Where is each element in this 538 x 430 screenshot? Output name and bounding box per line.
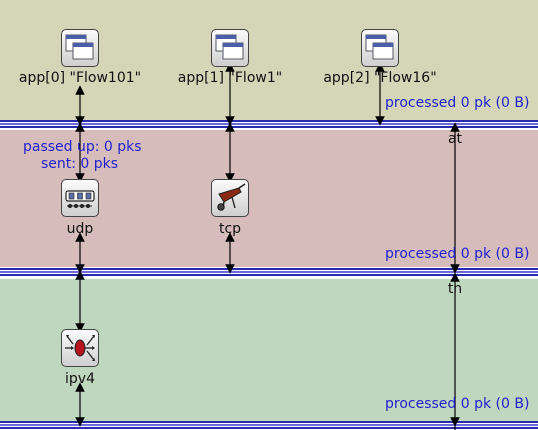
app2-module[interactable] [361,29,399,67]
at-dispatcher-bar[interactable] [0,119,538,129]
tn-processed-stat: processed 0 pk (0 B) [385,246,530,262]
tn-dispatcher-bar[interactable] [0,267,538,277]
app0-label: app[0] "Flow101" [18,70,142,86]
tn-dispatcher-label: tn [447,281,463,297]
app-window-icon [65,34,94,60]
at-dispatcher-label: at [447,131,463,147]
udp-label: udp [66,221,94,237]
at-processed-stat: processed 0 pk (0 B) [385,95,530,111]
app-window-icon [215,34,244,60]
app1-label: app[1] "Flow1" [177,70,283,86]
queue-icon [65,190,95,208]
ipv4-module[interactable] [61,329,99,367]
router-icon [65,335,95,361]
ipv4-label: ipv4 [65,371,95,387]
wheelbarrow-icon [217,183,246,211]
udp-module[interactable] [61,179,99,217]
tcp-label: tcp [218,221,242,237]
udp-passed-up-stat: passed up: 0 pks [23,139,142,155]
app2-label: app[2] "Flow16" [323,70,437,86]
app0-module[interactable] [61,29,99,67]
bottom-processed-stat: processed 0 pk (0 B) [385,396,530,412]
tcp-module[interactable] [211,179,249,217]
app-window-icon [365,34,394,60]
udp-sent-stat: sent: 0 pks [41,156,119,172]
bottom-dispatcher-bar[interactable] [0,420,538,430]
app1-module[interactable] [211,29,249,67]
